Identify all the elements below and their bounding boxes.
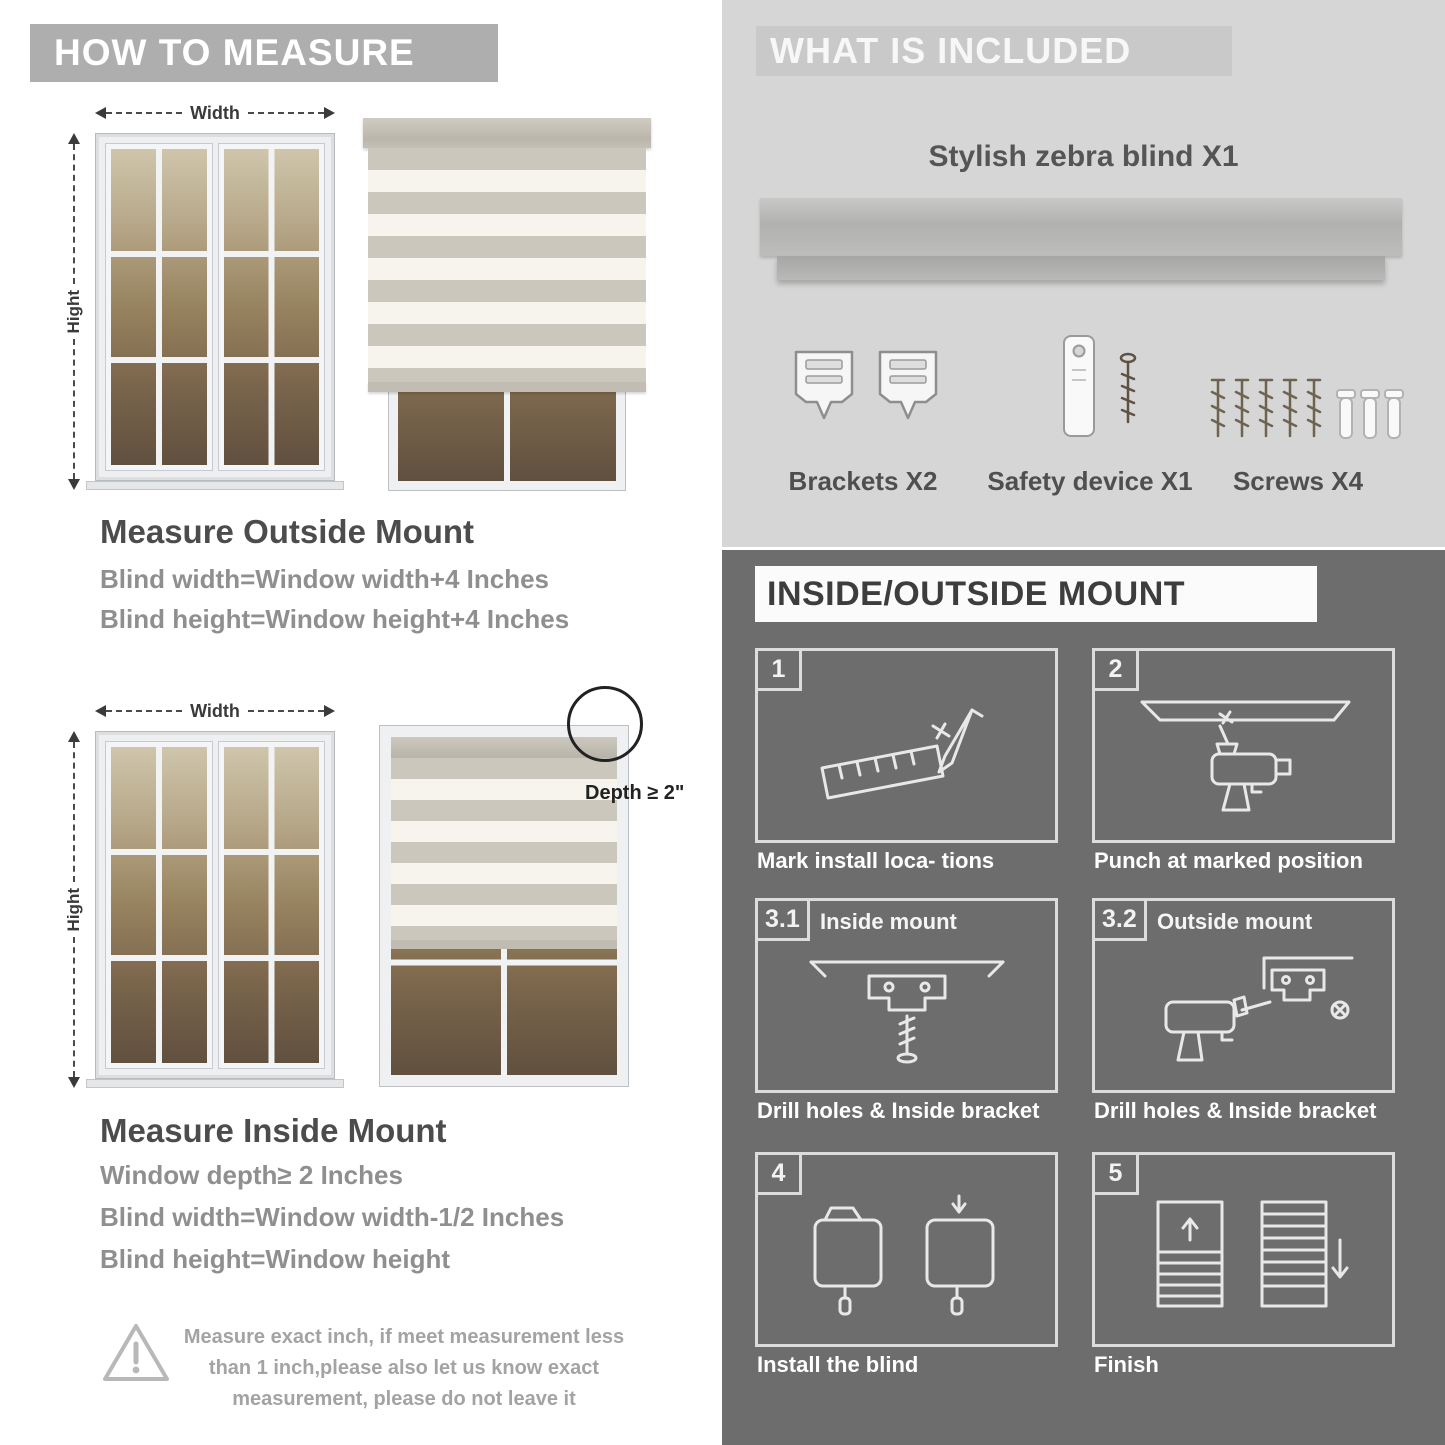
inside-mount-title: Measure Inside Mount — [100, 1112, 447, 1149]
brackets-icon — [794, 350, 938, 420]
outside-bracket-illustration — [1164, 956, 1353, 1061]
step-caption-4: Install the blind — [757, 1352, 919, 1377]
mount-header-title: INSIDE/OUTSIDE MOUNT — [767, 574, 1186, 613]
window-glass — [223, 149, 319, 465]
window-glass — [111, 149, 207, 465]
step-caption-3-2: Drill holes & Inside bracket — [1094, 1098, 1377, 1123]
product-label: Stylish zebra blind X1 — [928, 140, 1239, 173]
dashed-line — [73, 937, 75, 1077]
depth-callout-circle — [567, 686, 643, 762]
width-arrow-outside: Width — [95, 102, 336, 124]
inside-mount-line-3: Blind height=Window height — [100, 1244, 450, 1274]
step-caption-2: Punch at marked position — [1094, 848, 1363, 873]
inside-mount-line-1: Window depth≥ 2 Inches — [100, 1160, 403, 1190]
step-caption-1: Mark install loca- tions — [757, 848, 995, 873]
step-panel-3-1: 3.1 Inside mount — [755, 898, 1058, 1093]
height-label: Hight — [64, 289, 83, 334]
step-panel-4: 4 — [755, 1152, 1058, 1347]
window-frame — [95, 731, 335, 1079]
inside-mount-line-2: Blind width=Window width-1/2 Inches — [100, 1202, 565, 1232]
what-is-included-title: WHAT IS INCLUDED — [770, 30, 1132, 71]
window-sash — [106, 144, 212, 470]
outside-mount-line-1: Blind width=Window width+4 Inches — [100, 564, 549, 594]
how-to-measure-banner: HOW TO MEASURE — [30, 24, 498, 82]
blind-bottomrail — [391, 940, 617, 949]
step-number-badge: 3.2 — [1095, 901, 1147, 941]
window-frame — [379, 725, 629, 1087]
dashed-line — [247, 112, 325, 114]
zebra-stripes — [368, 148, 646, 382]
safety-device-label: Safety device X1 — [987, 466, 1193, 496]
window-sash — [218, 144, 324, 470]
step-number-badge: 1 — [758, 651, 802, 691]
screws-label: Screws X4 — [1232, 466, 1364, 496]
brackets-label: Brackets X2 — [788, 466, 938, 496]
safety-device-icon — [1063, 335, 1137, 437]
step-caption-3-1: Drill holes & Inside bracket — [757, 1098, 1040, 1123]
dashed-line — [247, 710, 325, 712]
arrowhead-left-icon — [95, 705, 106, 717]
blind-headrail — [391, 737, 617, 758]
inside-bracket-illustration — [809, 960, 1004, 1063]
window-illustration-outside — [86, 133, 344, 490]
warning-triangle-icon — [103, 1324, 169, 1381]
arrowhead-right-icon — [324, 107, 336, 119]
arrowhead-left-icon — [95, 107, 106, 119]
dashed-line — [106, 112, 183, 114]
step-panel-3-2: 3.2 Outside mount — [1092, 898, 1395, 1093]
zebra-blind-headrail-lip — [777, 256, 1385, 280]
height-label: Hight — [64, 887, 83, 932]
dashed-line — [73, 339, 75, 479]
screws-icon — [1210, 378, 1404, 439]
step-panel-1: 1 — [755, 648, 1058, 843]
height-arrow-outside: Hight — [62, 133, 86, 490]
dashed-line — [73, 144, 75, 284]
zebra-blind-headrail-illustration — [760, 198, 1402, 256]
mark-location-illustration — [820, 708, 983, 799]
what-is-included-banner: WHAT IS INCLUDED — [756, 26, 1232, 76]
width-label: Width — [190, 102, 240, 123]
mount-header-banner: INSIDE/OUTSIDE MOUNT — [755, 566, 1317, 622]
arrowhead-up-icon — [68, 731, 80, 742]
width-label: Width — [190, 700, 240, 721]
window-glass — [223, 747, 319, 1063]
window-frame — [95, 133, 335, 481]
step-panel-2: 2 — [1092, 648, 1395, 843]
window-glass — [111, 747, 207, 1063]
height-arrow-inside: Hight — [62, 731, 86, 1088]
dashed-line — [106, 710, 183, 712]
window-sill — [86, 1079, 344, 1088]
arrowhead-down-icon — [68, 479, 80, 490]
blind-illustration-inside-mount — [379, 725, 629, 1087]
window-sash — [218, 742, 324, 1068]
window-sill — [86, 481, 344, 490]
blind-bottomrail — [368, 382, 646, 392]
how-to-measure-title: HOW TO MEASURE — [54, 32, 415, 73]
arrowhead-up-icon — [68, 133, 80, 144]
zebra-stripes — [391, 758, 617, 940]
arrowhead-right-icon — [324, 705, 336, 717]
outside-mount-title: Measure Outside Mount — [100, 513, 475, 550]
arrowhead-down-icon — [68, 1077, 80, 1088]
depth-callout-label: Depth ≥ 2" — [585, 782, 685, 804]
dashed-line — [73, 742, 75, 882]
blind-headrail — [363, 118, 651, 148]
step-number-badge: 2 — [1095, 651, 1139, 691]
outside-mount-line-2: Blind height=Window height+4 Inches — [100, 604, 570, 634]
step-caption-5: Finish — [1094, 1352, 1159, 1377]
window-sash — [106, 742, 212, 1068]
finish-illustration — [1156, 1200, 1348, 1307]
step-panel-5: 5 — [1092, 1152, 1395, 1347]
install-blind-illustration — [813, 1194, 994, 1315]
width-arrow-inside: Width — [95, 700, 336, 722]
step-title: Inside mount — [820, 909, 957, 934]
step-number-badge: 3.1 — [758, 901, 810, 941]
window-illustration-inside — [86, 731, 344, 1088]
warning-text: Measure exact inch, if meet measurement … — [183, 1326, 625, 1410]
drill-punch-illustration — [1140, 700, 1350, 811]
step-number-badge: 4 — [758, 1155, 802, 1195]
blind-illustration-outside-mount — [363, 118, 651, 491]
step-title: Outside mount — [1157, 909, 1313, 934]
step-number-badge: 5 — [1095, 1155, 1139, 1195]
